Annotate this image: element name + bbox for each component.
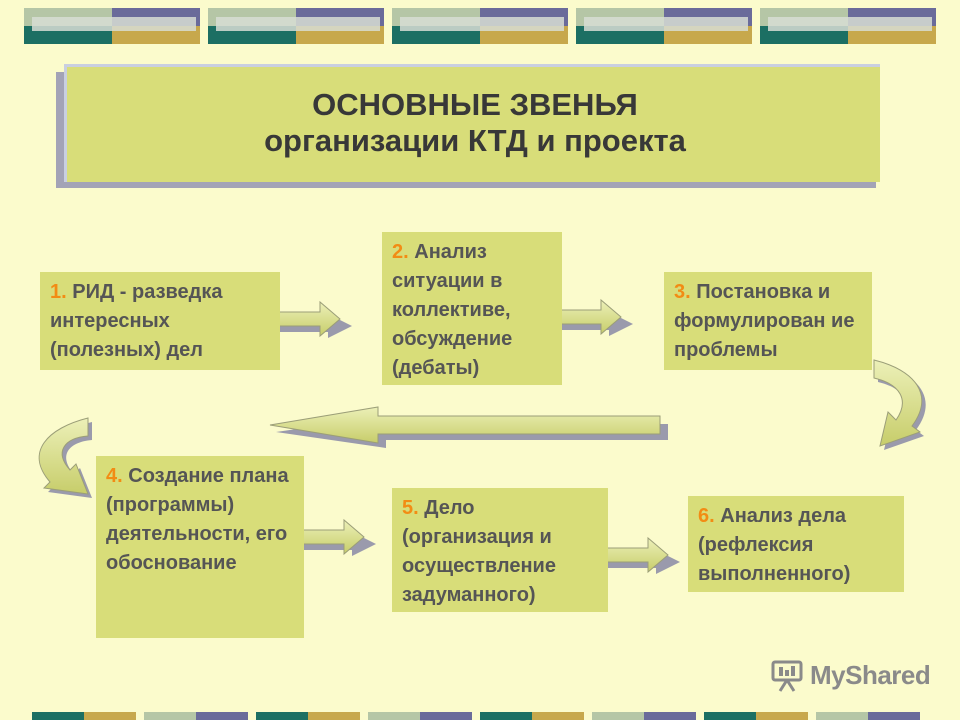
title-line-1: ОСНОВНЫЕ ЗВЕНЬЯ (312, 87, 638, 122)
header-tile (24, 8, 200, 44)
step-text: Анализ дела (рефлексия выполненного) (698, 505, 851, 585)
arrow-curve-left (38, 417, 92, 498)
title-line-2: организации КТД и проекта (264, 123, 686, 158)
step-text: Анализ ситуации в коллективе, обсуждение… (392, 241, 513, 379)
step-1-box: 1. РИД - разведка интересных (полезных) … (40, 272, 280, 370)
footer-segment (32, 712, 84, 720)
footer-segment (84, 712, 136, 720)
footer-segment (532, 712, 584, 720)
footer-segment (144, 712, 196, 720)
brand-name: MyShared (810, 660, 931, 690)
title-box: ОСНОВНЫЕ ЗВЕНЬЯ организации КТД и проект… (64, 64, 880, 182)
tile-graphic (24, 8, 200, 44)
tile-graphic (392, 8, 568, 44)
footer-segment (644, 712, 696, 720)
header-tile (760, 8, 936, 44)
step-text: Создание плана (программы) деятельности,… (106, 465, 289, 574)
header-tile (208, 8, 384, 44)
footer-segment (196, 712, 248, 720)
footer-segment (256, 712, 308, 720)
arrow-step2-to-step3 (544, 298, 633, 336)
arrow-step5-to-step6 (591, 536, 680, 574)
step-text: РИД - разведка интересных (полезных) дел (50, 281, 223, 361)
footer-segment (816, 712, 868, 720)
step-6-box: 6. Анализ дела (рефлексия выполненного) (688, 496, 904, 592)
step-number: 6. (698, 505, 715, 527)
footer-segment (756, 712, 808, 720)
presentation-board-icon (771, 660, 803, 692)
tile-graphic (576, 8, 752, 44)
footer-segment (480, 712, 532, 720)
step-number: 2. (392, 241, 409, 263)
step-text: Дело (организация и осуществление задума… (402, 497, 556, 606)
step-text: Постановка и формулирован ие проблемы (674, 281, 855, 361)
step-5-box: 5. Дело (организация и осуществление зад… (392, 488, 608, 612)
myshared-logo: MyShared (770, 656, 931, 696)
arrow-curve-right (873, 359, 926, 450)
footer-segment (308, 712, 360, 720)
footer-segment (592, 712, 644, 720)
header-tile (576, 8, 752, 44)
header-tile (392, 8, 568, 44)
step-number: 5. (402, 497, 419, 519)
footer-segment (868, 712, 920, 720)
tile-graphic (208, 8, 384, 44)
step-number: 4. (106, 465, 123, 487)
footer-segment (704, 712, 756, 720)
arrow-step1-to-step2 (263, 300, 352, 338)
tile-graphic (760, 8, 936, 44)
step-number: 1. (50, 281, 67, 303)
footer-segment (420, 712, 472, 720)
step-3-box: 3. Постановка и формулирован ие проблемы (664, 272, 872, 370)
step-number: 3. (674, 281, 691, 303)
step-4-box: 4. Создание плана (программы) деятельнос… (96, 456, 304, 638)
arrow-return-left (269, 406, 668, 448)
step-2-box: 2. Анализ ситуации в коллективе, обсужде… (382, 232, 562, 385)
footer-segment (368, 712, 420, 720)
